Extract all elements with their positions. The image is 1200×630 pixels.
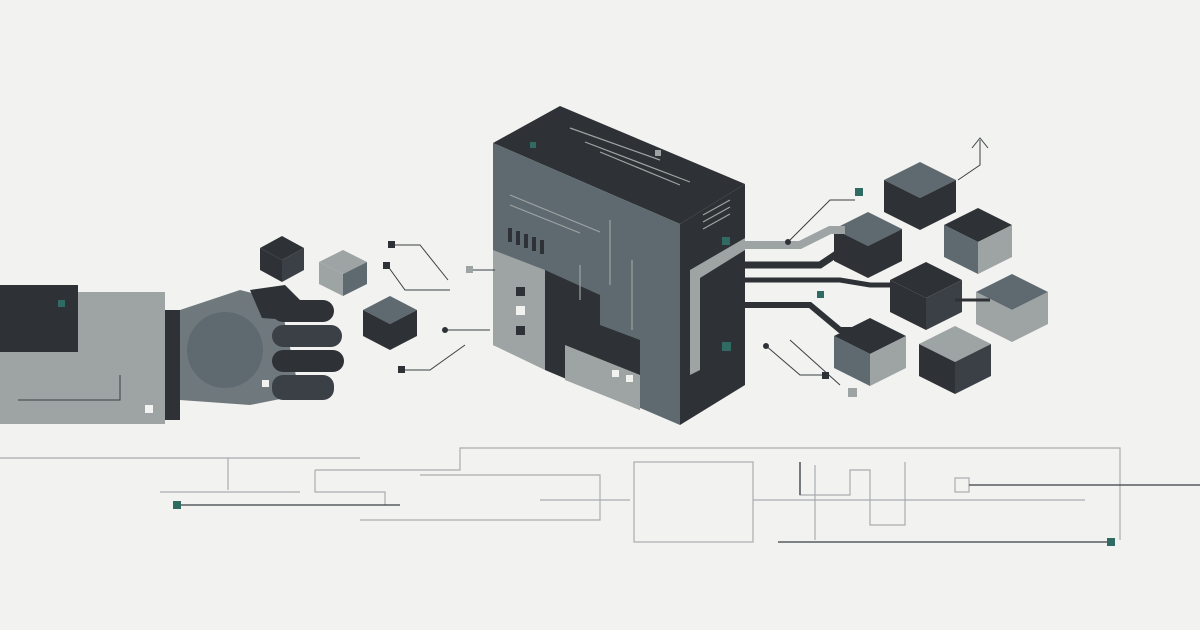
arm-indicator	[58, 300, 65, 307]
circuit-line	[314, 470, 386, 505]
wrist-cuff	[165, 310, 180, 420]
finger	[272, 300, 334, 322]
server-top-face	[493, 106, 745, 224]
server-top-lines	[509, 127, 731, 330]
server-accent-light	[530, 142, 536, 148]
cube	[884, 162, 956, 230]
pointer-lines	[386, 137, 989, 386]
cube-left	[890, 280, 926, 330]
arm-light	[145, 405, 153, 413]
pointer-dots	[383, 188, 863, 397]
finger	[272, 350, 344, 372]
cube-right	[926, 280, 962, 330]
server-light	[655, 150, 661, 156]
cube-right	[390, 310, 417, 350]
circuit-terminal	[1107, 538, 1115, 546]
cube-right	[343, 262, 367, 296]
floating-cubes	[260, 162, 1048, 394]
cube	[260, 236, 304, 282]
cube	[976, 274, 1048, 342]
circuit-terminal	[173, 501, 181, 509]
server-accent-light	[722, 342, 731, 351]
cube-right	[282, 248, 304, 282]
cube	[944, 208, 1012, 274]
cube	[319, 250, 367, 296]
cube	[834, 212, 902, 278]
arm-wire	[18, 375, 121, 401]
server-block	[493, 106, 745, 425]
output-connectors	[745, 226, 990, 333]
cube-right	[1012, 292, 1048, 342]
knuckle-light	[262, 380, 269, 387]
cube-left	[363, 310, 390, 350]
connector-dark	[745, 251, 855, 269]
circuit-box	[633, 461, 754, 543]
cube-right	[920, 180, 956, 230]
server-side-light-strip	[690, 238, 745, 375]
circuit-line	[360, 474, 601, 521]
server-accent-light	[722, 237, 730, 245]
finger	[272, 325, 342, 347]
connector-dark	[745, 302, 860, 333]
server-port	[516, 306, 525, 315]
cube-right	[868, 229, 902, 278]
robotic-arm	[0, 285, 344, 424]
cube-left	[976, 292, 1012, 342]
arm-panel	[0, 285, 78, 352]
palm-joint	[187, 312, 263, 388]
cube-left	[944, 225, 978, 274]
cube-left	[834, 336, 870, 386]
cube	[363, 296, 417, 350]
server-port	[516, 287, 525, 296]
cube-right	[978, 225, 1012, 274]
connector-dark	[745, 277, 895, 288]
cube-left	[260, 248, 282, 282]
server-port	[516, 326, 525, 335]
connector-light	[745, 226, 845, 249]
cube-left	[884, 180, 920, 230]
cube-right	[870, 336, 906, 386]
server-front-lower-panel	[565, 345, 640, 410]
circuit-dark-lines	[178, 462, 1200, 543]
cube	[890, 262, 962, 330]
server-vent	[508, 228, 544, 254]
cube-right	[955, 344, 991, 394]
circuit-line	[315, 447, 1121, 540]
server-side-face	[680, 184, 745, 425]
circuit-line	[799, 462, 906, 526]
cube	[919, 326, 991, 394]
cube-left	[919, 344, 955, 394]
cube-left	[319, 262, 343, 296]
finger	[272, 375, 334, 400]
server-port	[626, 375, 633, 382]
circuit-node	[954, 477, 970, 493]
server-port	[612, 370, 619, 377]
circuit-lines	[0, 447, 1121, 543]
